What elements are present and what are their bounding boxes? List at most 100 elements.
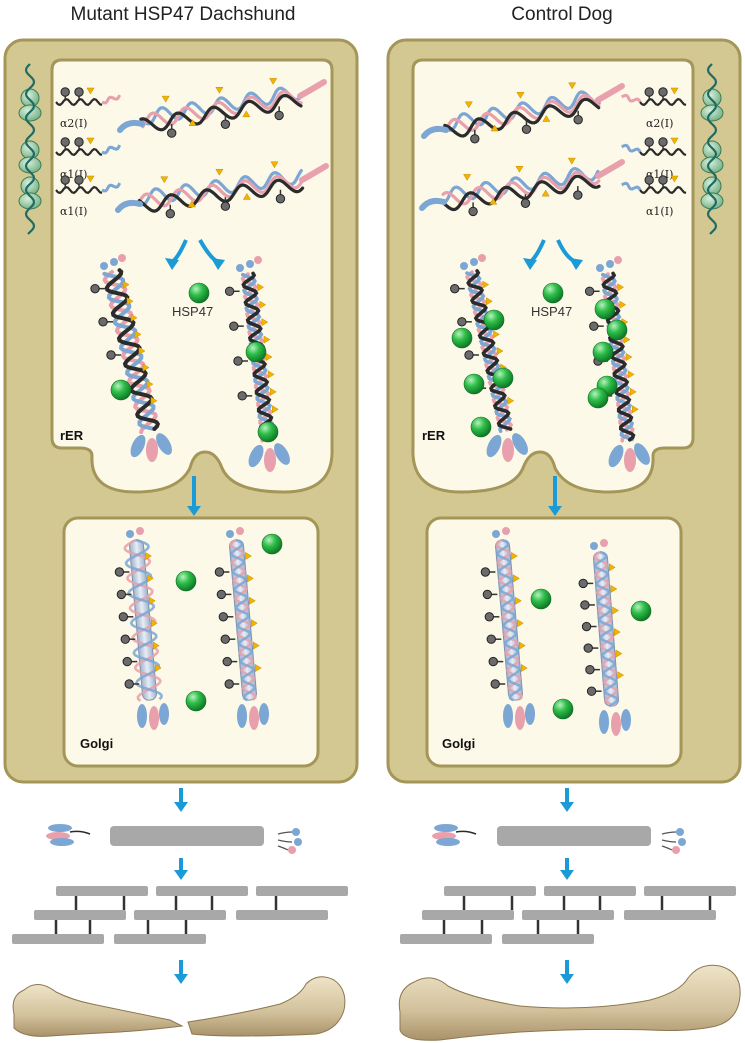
hydroxyproline-mark	[251, 619, 258, 628]
fibril-segment	[644, 886, 736, 896]
hydroxylysine-glycan	[584, 286, 600, 296]
golgi-procollagen-right-2	[578, 539, 631, 736]
ribosome-icon	[702, 140, 722, 160]
rer-label-left: rER	[60, 428, 84, 443]
hydroxyproline-mark	[259, 300, 267, 309]
fibril-segment	[236, 910, 328, 920]
hsp47-label-left: HSP47	[172, 304, 213, 319]
hydroxylysine-glycan	[450, 283, 465, 294]
bone-fragment-right	[187, 976, 346, 1037]
hydroxyproline-mark	[247, 574, 254, 583]
panel-title-left: Mutant HSP47 Dachshund	[70, 4, 296, 25]
curved-arrow-icon	[198, 239, 225, 270]
hydroxyproline-mark	[187, 200, 196, 208]
hydroxyproline-mark	[627, 370, 635, 379]
hydroxyproline-mark	[126, 297, 134, 306]
hydroxylysine-glycan	[480, 567, 496, 577]
hydroxyproline-mark	[147, 574, 154, 583]
hydroxylysine-glycan	[578, 578, 594, 589]
hsp47-sphere-icon	[530, 588, 552, 610]
ribosome-icon	[20, 88, 40, 108]
hydroxylysine-glycan	[229, 321, 244, 331]
hydroxyproline-mark	[267, 370, 275, 379]
golgi-compartment-left	[62, 516, 320, 768]
golgi-label-left: Golgi	[80, 736, 113, 751]
triple-helix-left-1	[90, 254, 172, 462]
bone-control	[398, 964, 741, 1041]
down-arrow-icon	[187, 476, 201, 516]
hydroxylysine-glycan	[90, 283, 106, 294]
hydroxyproline-mark	[188, 119, 197, 126]
hydroxyproline-mark	[146, 380, 154, 389]
hsp47-sphere-icon	[463, 373, 485, 395]
nascent-chain-right-2	[621, 137, 687, 157]
hydroxyproline-mark	[518, 641, 526, 650]
tropocollagen-left	[110, 826, 264, 846]
fibril-segment	[624, 910, 716, 920]
hsp47-sphere-icon	[594, 298, 616, 320]
down-arrow-icon	[174, 858, 188, 880]
hydroxylysine-glycan	[470, 129, 480, 144]
ribosome-icon	[20, 176, 40, 196]
hydroxylysine-glycan	[274, 106, 284, 121]
hydroxyproline-mark	[257, 283, 265, 292]
down-arrow-icon	[560, 858, 574, 880]
hydroxyproline-mark	[254, 663, 262, 673]
hydroxyproline-mark	[670, 175, 679, 183]
hydroxyproline-mark	[489, 197, 498, 205]
hydroxyproline-mark	[608, 563, 616, 572]
hydroxylysine-glycan	[166, 124, 177, 138]
hsp47-spheres	[110, 282, 652, 720]
hydroxylysine-glycan	[116, 589, 132, 600]
arrows	[165, 239, 583, 984]
hydroxyproline-mark	[138, 346, 146, 356]
hsp47-sphere-icon	[188, 282, 210, 304]
chain-label-left-3: α1(I)	[60, 205, 87, 218]
hydroxyproline-mark	[270, 161, 279, 169]
hydroxyproline-mark	[670, 87, 679, 95]
hsp47-sphere-icon	[552, 698, 574, 720]
procollagen-molecules	[115, 78, 625, 219]
ribosome-icon	[702, 88, 722, 108]
hydroxylysine-glycan	[222, 656, 238, 667]
hydroxyproline-mark	[263, 335, 271, 344]
hydroxyproline-mark	[517, 619, 524, 628]
down-arrow-icon	[560, 788, 574, 812]
hydroxyproline-mark	[617, 671, 625, 680]
hydroxylysine-glycan	[644, 137, 654, 150]
hydroxylysine-glycan	[216, 589, 232, 600]
n-propeptide-right	[432, 824, 477, 846]
mrna-strand	[706, 63, 718, 235]
chain-label-left-1: α2(I)	[60, 117, 87, 130]
hsp47-sphere-icon	[185, 690, 207, 712]
hydroxyproline-mark	[632, 405, 639, 414]
hydroxyproline-mark	[490, 124, 499, 132]
hydroxyproline-mark	[511, 551, 518, 561]
nascent-chain-right-3	[621, 175, 687, 195]
golgi-procollagen-left-1	[114, 527, 169, 730]
fibril-segment	[444, 886, 536, 896]
hydroxyproline-mark	[130, 313, 138, 322]
fibril-segment	[134, 910, 226, 920]
hydroxylysine-glycan	[586, 686, 602, 696]
hsp47-sphere-icon	[630, 600, 652, 622]
hsp47-sphere-icon	[592, 341, 614, 363]
bones	[12, 964, 741, 1041]
hydroxylysine-glycan	[573, 186, 583, 200]
hydroxyproline-mark	[623, 335, 631, 344]
hydroxylysine-glycan	[220, 634, 236, 644]
hydroxyproline-mark	[568, 82, 577, 90]
hydroxyproline-mark	[612, 606, 620, 615]
hydroxylysine-glycan	[580, 600, 595, 610]
hydroxyproline-mark	[265, 352, 273, 362]
procollagen-left-2	[115, 161, 329, 219]
hydroxyproline-mark	[272, 405, 279, 414]
hydroxylysine-glycan	[658, 175, 668, 188]
mrna-strand	[24, 63, 36, 235]
hsp47-sphere-icon	[492, 367, 514, 389]
hydroxylysine-glycan	[573, 110, 583, 125]
hsp47-label-right: HSP47	[531, 304, 572, 319]
fibril-segment	[156, 886, 248, 896]
hydroxyproline-mark	[542, 115, 551, 122]
hydroxylysine-glycan	[457, 317, 472, 327]
